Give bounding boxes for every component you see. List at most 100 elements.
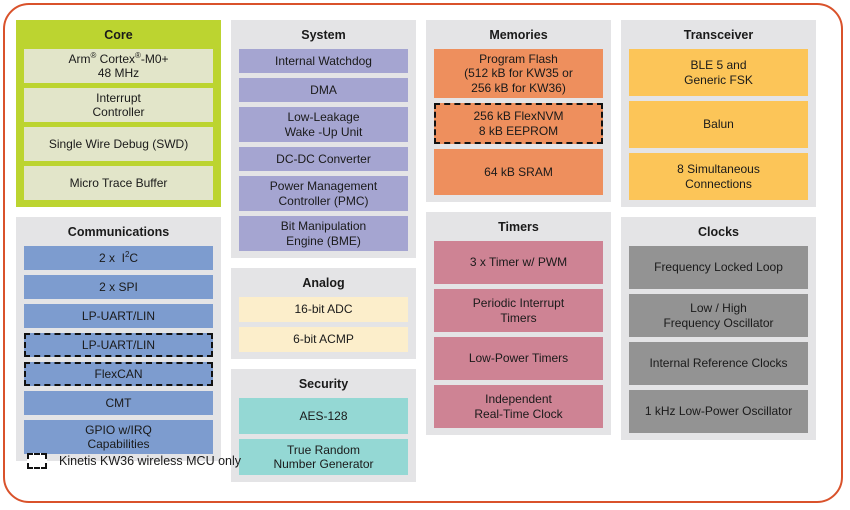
block-text: 1 kHz Low-Power Oscillator (644, 404, 793, 419)
panel-title-memories: Memories (489, 28, 548, 42)
panel-title-clocks: Clocks (698, 225, 739, 239)
block-flexcan[interactable]: FlexCAN (24, 362, 213, 386)
block-text: Low-Power Timers (468, 351, 569, 366)
column-system-analog-security: System Internal Watchdog DMA Low-Leakage… (231, 20, 416, 482)
panel-memories: Memories Program Flash(512 kB for KW35 o… (426, 20, 611, 202)
block-text: Internal Reference Clocks (649, 356, 788, 371)
block-dc-dc-converter[interactable]: DC-DC Converter (239, 147, 408, 171)
block-text: Frequency Locked Loop (654, 260, 783, 275)
block-aes-128[interactable]: AES-128 (239, 398, 408, 434)
legend-label: Kinetis KW36 wireless MCU only (59, 454, 241, 468)
legend: Kinetis KW36 wireless MCU only (27, 453, 241, 469)
block-lp-uart-lin-1[interactable]: LP-UART/LIN (24, 304, 213, 328)
panel-title-timers: Timers (498, 220, 539, 234)
panel-analog: Analog 16-bit ADC 6-bit ACMP (231, 268, 416, 359)
panel-title-communications: Communications (67, 225, 170, 239)
panel-title-transceiver: Transceiver (683, 28, 754, 42)
column-memories-timers: Memories Program Flash(512 kB for KW35 o… (426, 20, 611, 435)
block-64kb-sram[interactable]: 64 kB SRAM (434, 149, 603, 195)
block-text: AES-128 (299, 408, 348, 423)
block-arm-cortex-m0[interactable]: Arm® Cortex®-M0+48 MHz (24, 49, 213, 83)
block-timer-pwm[interactable]: 3 x Timer w/ PWM (434, 241, 603, 284)
block-text: 6-bit ACMP (293, 332, 354, 347)
block-16bit-adc[interactable]: 16-bit ADC (239, 297, 408, 322)
block-text: DMA (310, 82, 337, 97)
block-lp-uart-lin-2[interactable]: LP-UART/LIN (24, 333, 213, 357)
panel-communications: Communications 2 x I2C 2 x SPI LP-UART/L… (16, 217, 221, 461)
block-i2c[interactable]: 2 x I2C (24, 246, 213, 270)
block-text: 2 x SPI (99, 279, 138, 294)
block-text: Single Wire Debug (SWD) (48, 136, 189, 151)
block-text: 2 x I2C (98, 249, 139, 265)
block-balun[interactable]: Balun (629, 101, 808, 148)
block-dma[interactable]: DMA (239, 78, 408, 102)
panel-title-analog: Analog (302, 276, 345, 290)
block-text: 3 x Timer w/ PWM (469, 255, 568, 270)
block-single-wire-debug[interactable]: Single Wire Debug (SWD) (24, 127, 213, 161)
block-1khz-low-power-oscillator[interactable]: 1 kHz Low-Power Oscillator (629, 390, 808, 433)
block-spi[interactable]: 2 x SPI (24, 275, 213, 299)
block-6bit-acmp[interactable]: 6-bit ACMP (239, 327, 408, 352)
block-text: CMT (105, 395, 132, 410)
block-micro-trace-buffer[interactable]: Micro Trace Buffer (24, 166, 213, 200)
panel-blocks-communications: 2 x I2C 2 x SPI LP-UART/LIN LP-UART/LIN … (24, 246, 213, 454)
panel-title-security: Security (298, 377, 349, 391)
block-text: DC-DC Converter (276, 151, 371, 166)
block-text: LP-UART/LIN (81, 308, 156, 323)
block-frequency-locked-loop[interactable]: Frequency Locked Loop (629, 246, 808, 289)
block-internal-watchdog[interactable]: Internal Watchdog (239, 49, 408, 73)
block-text: FlexCAN (94, 366, 143, 381)
block-cmt[interactable]: CMT (24, 391, 213, 415)
block-text: Micro Trace Buffer (69, 175, 168, 190)
block-low-power-timers[interactable]: Low-Power Timers (434, 337, 603, 380)
panel-blocks-analog: 16-bit ADC 6-bit ACMP (239, 297, 408, 352)
block-text: LP-UART/LIN (81, 337, 156, 352)
block-text: 64 kB SRAM (484, 164, 553, 179)
panel-title-system: System (301, 28, 346, 42)
panel-title-core: Core (104, 28, 133, 42)
block-text: Arm® Cortex®-M0+48 MHz (68, 50, 169, 80)
dashed-box-swatch-icon (27, 453, 47, 469)
block-text: Internal Watchdog (275, 53, 372, 68)
block-internal-reference-clocks[interactable]: Internal Reference Clocks (629, 342, 808, 385)
